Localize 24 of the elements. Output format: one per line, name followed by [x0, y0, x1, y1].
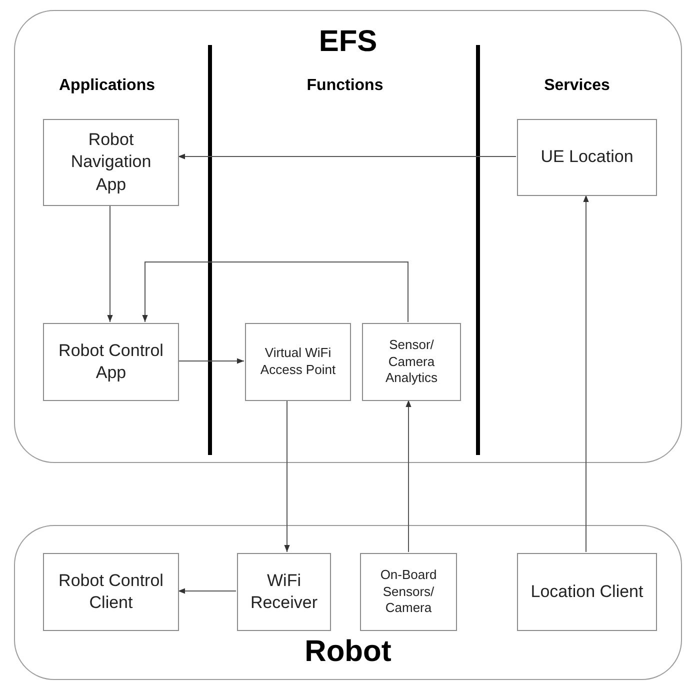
arrow: [406, 400, 412, 552]
rounded-container: [14, 10, 682, 463]
arrow: [142, 262, 408, 322]
process-box: Virtual WiFi Access Point: [245, 323, 351, 401]
arrow: [583, 194, 589, 552]
process-box: UE Location: [517, 119, 657, 196]
rounded-container: [14, 525, 682, 680]
process-box: Robot Control Client: [43, 553, 179, 631]
arrow: [178, 358, 244, 364]
column-heading: Functions: [306, 77, 384, 95]
process-box: On-Board Sensors/ Camera: [360, 553, 457, 631]
process-box: Robot Navigation App: [43, 119, 179, 206]
process-box: Location Client: [517, 553, 657, 631]
process-box: Sensor/ Camera Analytics: [362, 323, 461, 401]
process-box: WiFi Receiver: [237, 553, 331, 631]
arrow: [107, 204, 113, 322]
container-title: Robot: [304, 635, 392, 669]
container-title: EFS: [318, 25, 378, 59]
arrow: [178, 154, 516, 160]
arrow: [284, 400, 290, 552]
column-heading: Applications: [59, 77, 155, 95]
column-heading: Services: [544, 77, 610, 95]
process-box: Robot Control App: [43, 323, 179, 401]
arrow: [178, 588, 236, 594]
